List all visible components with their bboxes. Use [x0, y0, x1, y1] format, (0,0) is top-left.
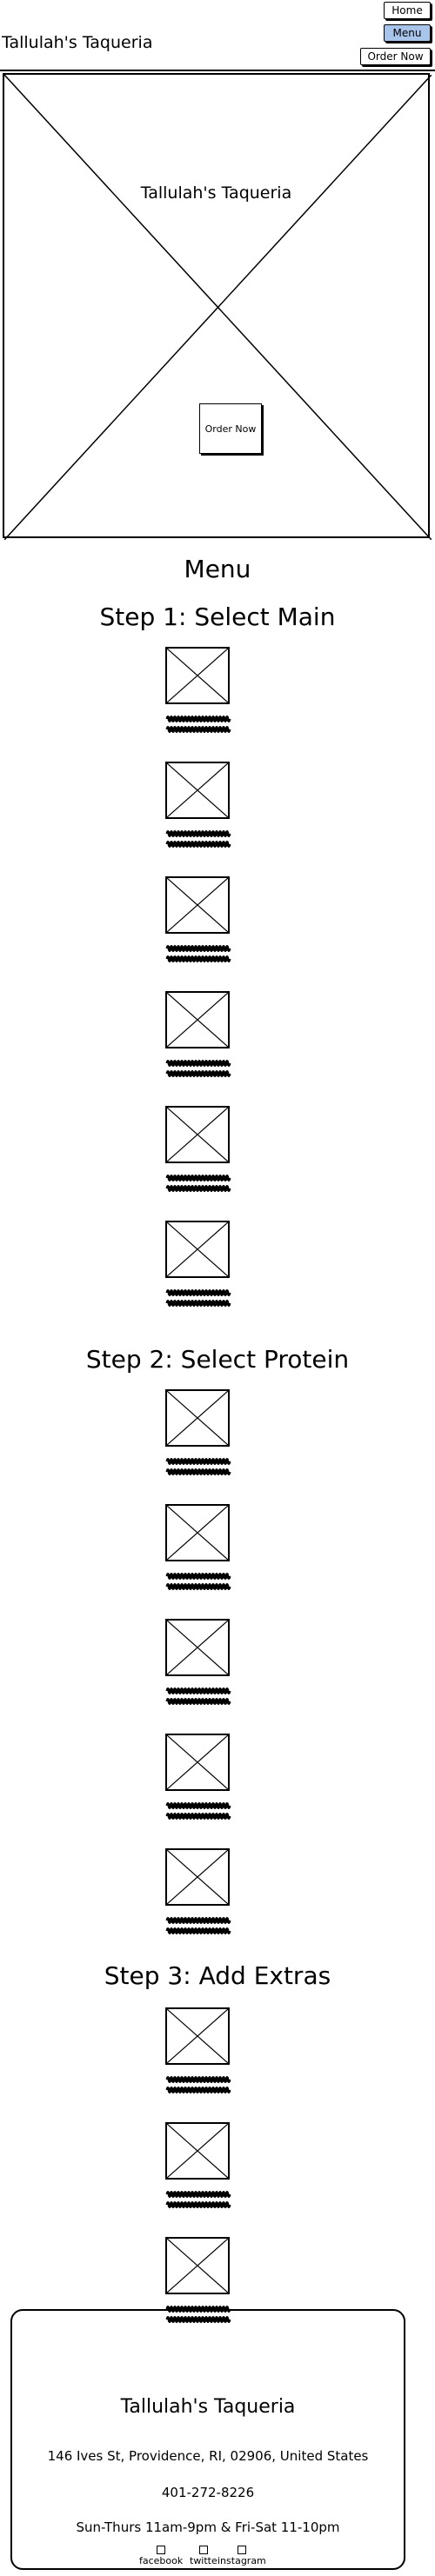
- item-image-placeholder: [165, 1734, 230, 1791]
- item-description-scribble: [165, 1573, 231, 1580]
- footer-hours: Sun-Thurs 11am-9pm & Fri-Sat 11-10pm: [76, 2519, 340, 2535]
- item-description-scribble: [165, 1070, 231, 1077]
- facebook-icon: [157, 2546, 166, 2554]
- step2-menu-item[interactable]: [165, 1848, 231, 1935]
- item-description-scribble: [165, 1583, 231, 1590]
- item-description-scribble: [165, 1458, 231, 1465]
- facebook-label: facebook: [139, 2555, 184, 2566]
- twitter-link[interactable]: twitte: [190, 2546, 218, 2566]
- item-description-scribble: [165, 1468, 231, 1475]
- step2-menu-item[interactable]: [165, 1619, 231, 1706]
- step2-menu-item[interactable]: [165, 1504, 231, 1591]
- item-description-scribble: [165, 945, 231, 952]
- item-description-scribble: [165, 1813, 231, 1820]
- step1-menu-item[interactable]: [165, 647, 231, 734]
- item-image-placeholder: [165, 1221, 230, 1278]
- item-description-scribble: [165, 2306, 231, 2313]
- item-description-scribble: [165, 1698, 231, 1705]
- footer-address: 146 Ives St, Providence, RI, 02906, Unit…: [47, 2448, 369, 2464]
- step1-menu-item[interactable]: [165, 1106, 231, 1193]
- item-description-scribble: [165, 1927, 231, 1934]
- item-description-scribble: [165, 1175, 231, 1181]
- item-description-scribble: [165, 1802, 231, 1809]
- item-image-placeholder: [165, 1106, 230, 1163]
- item-image-placeholder: [165, 1389, 230, 1447]
- item-description-scribble: [165, 830, 231, 837]
- nav-order-now-button[interactable]: Order Now: [360, 48, 431, 65]
- step3-menu-item[interactable]: [165, 2122, 231, 2209]
- item-description-scribble: [165, 716, 231, 722]
- hero-title: Tallulah's Taqueria: [140, 183, 292, 203]
- item-description-scribble: [165, 955, 231, 962]
- step1-menu-item[interactable]: [165, 762, 231, 849]
- facebook-link[interactable]: facebook: [139, 2546, 183, 2566]
- item-description-scribble: [165, 2191, 231, 2198]
- hero-order-now-button[interactable]: Order Now: [199, 403, 262, 454]
- footer-phone: 401-272-8226: [161, 2485, 255, 2500]
- nav-menu-button[interactable]: Menu: [384, 24, 431, 42]
- twitter-label: twitte: [190, 2555, 218, 2566]
- item-image-placeholder: [165, 1619, 230, 1676]
- footer-title: Tallulah's Taqueria: [120, 2396, 296, 2418]
- step2-menu-item[interactable]: [165, 1734, 231, 1821]
- item-image-placeholder: [165, 1848, 230, 1906]
- hero-image-placeholder: Tallulah's Taqueria Order Now: [3, 73, 432, 540]
- item-description-scribble: [165, 1300, 231, 1307]
- site-title: Tallulah's Taqueria: [2, 33, 153, 52]
- instagram-icon: [237, 2546, 246, 2554]
- item-image-placeholder: [165, 2237, 230, 2294]
- item-image-placeholder: [165, 2007, 230, 2065]
- header-divider: [0, 70, 435, 71]
- item-description-scribble: [165, 1060, 231, 1067]
- item-description-scribble: [165, 1289, 231, 1296]
- item-image-placeholder: [165, 647, 230, 704]
- item-description-scribble: [165, 2076, 231, 2083]
- step2-heading: Step 2: Select Protein: [85, 1345, 350, 1374]
- item-image-placeholder: [165, 876, 230, 934]
- item-description-scribble: [165, 1917, 231, 1924]
- hero-placeholder-cross: [4, 75, 432, 540]
- step1-menu-item[interactable]: [165, 876, 231, 963]
- item-description-scribble: [165, 2087, 231, 2093]
- instagram-label: instagram: [218, 2555, 266, 2566]
- step3-menu-item[interactable]: [165, 2237, 231, 2324]
- item-image-placeholder: [165, 1504, 230, 1561]
- item-image-placeholder: [165, 991, 230, 1048]
- item-image-placeholder: [165, 2122, 230, 2180]
- step1-heading: Step 1: Select Main: [99, 602, 336, 631]
- item-description-scribble: [165, 1185, 231, 1192]
- item-description-scribble: [165, 2316, 231, 2323]
- item-description-scribble: [165, 1687, 231, 1694]
- step3-heading: Step 3: Add Extras: [104, 1961, 331, 1990]
- menu-heading: Menu: [184, 555, 251, 583]
- twitter-icon: [198, 2546, 208, 2554]
- step2-menu-item[interactable]: [165, 1389, 231, 1476]
- instagram-link[interactable]: instagram: [218, 2546, 266, 2566]
- item-image-placeholder: [165, 762, 230, 819]
- step1-menu-item[interactable]: [165, 991, 231, 1078]
- step1-menu-item[interactable]: [165, 1221, 231, 1308]
- step3-menu-item[interactable]: [165, 2007, 231, 2094]
- item-description-scribble: [165, 841, 231, 848]
- item-description-scribble: [165, 2201, 231, 2208]
- nav-home-button[interactable]: Home: [384, 2, 431, 19]
- footer: Tallulah's Taqueria 146 Ives St, Provide…: [10, 2309, 405, 2570]
- item-description-scribble: [165, 726, 231, 733]
